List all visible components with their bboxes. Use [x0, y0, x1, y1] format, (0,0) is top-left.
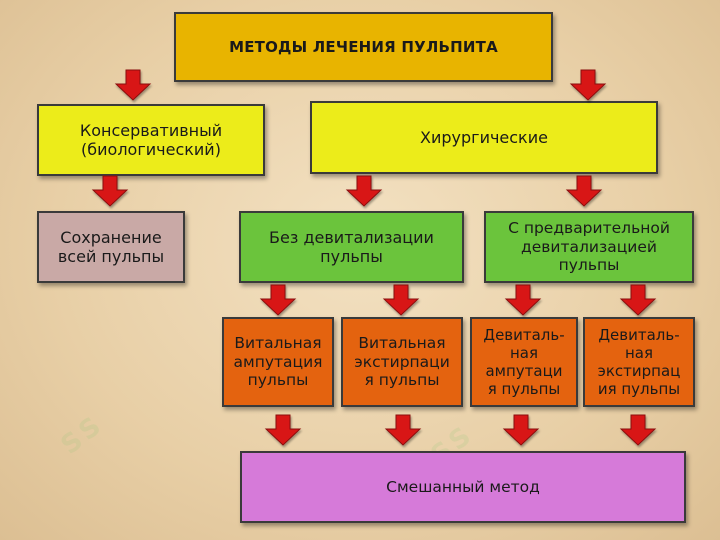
combined-method-text: Смешанный метод [386, 477, 540, 496]
down-arrow-icon [384, 414, 422, 446]
conservative-box: Консервативный (биологический) [37, 104, 265, 176]
vital-amputation-text: Витальная ампутация пульпы [233, 334, 323, 390]
preservation-text: Сохранение всей пульпы [57, 227, 165, 266]
conservative-text: Консервативный (биологический) [79, 120, 223, 159]
watermark-mark: ЅЅ [55, 409, 110, 461]
devital-extirpation-box: Девиталь- ная экстирпац ия пульпы [583, 317, 695, 407]
down-arrow-icon [565, 175, 603, 207]
vital-extirpation-box: Витальная экстирпаци я пульпы [341, 317, 463, 407]
preservation-box: Сохранение всей пульпы [37, 211, 185, 283]
devital-amputation-text: Девиталь- ная ампутаци я пульпы [483, 326, 565, 398]
down-arrow-icon [382, 284, 420, 316]
without-devitalization-text: Без девитализации пульпы [269, 227, 434, 266]
down-arrow-icon [619, 414, 657, 446]
with-devitalization-text: С предварительной девитализацией пульпы [508, 219, 670, 275]
devital-extirpation-text: Девиталь- ная экстирпац ия пульпы [597, 326, 681, 398]
with-devitalization-box: С предварительной девитализацией пульпы [484, 211, 694, 283]
down-arrow-icon [504, 284, 542, 316]
title-text: МЕТОДЫ ЛЕЧЕНИЯ ПУЛЬПИТА [229, 38, 498, 56]
surgical-box: Хирургические [310, 101, 658, 174]
devital-amputation-box: Девиталь- ная ампутаци я пульпы [470, 317, 578, 407]
surgical-text: Хирургические [420, 127, 548, 147]
down-arrow-icon [619, 284, 657, 316]
down-arrow-icon [345, 175, 383, 207]
down-arrow-icon [91, 175, 129, 207]
down-arrow-icon [259, 284, 297, 316]
vital-extirpation-text: Витальная экстирпаци я пульпы [354, 334, 450, 390]
title-box: МЕТОДЫ ЛЕЧЕНИЯ ПУЛЬПИТА [174, 12, 553, 82]
without-devitalization-box: Без девитализации пульпы [239, 211, 464, 283]
down-arrow-icon [569, 69, 607, 101]
down-arrow-icon [264, 414, 302, 446]
down-arrow-icon [114, 69, 152, 101]
down-arrow-icon [502, 414, 540, 446]
vital-amputation-box: Витальная ампутация пульпы [222, 317, 334, 407]
combined-method-box: Смешанный метод [240, 451, 686, 523]
